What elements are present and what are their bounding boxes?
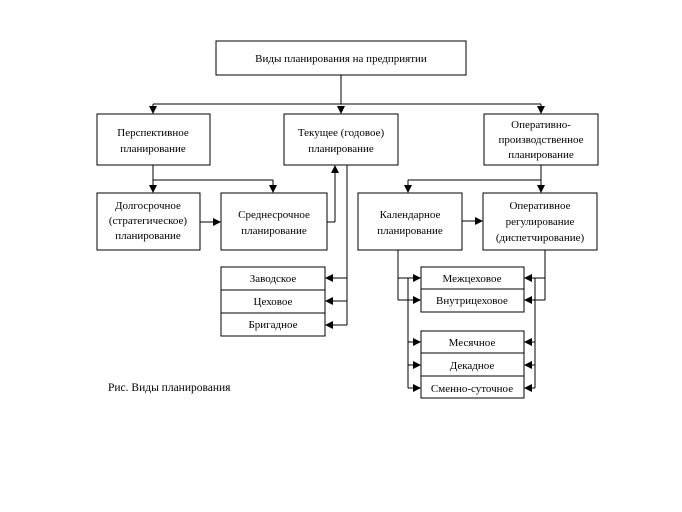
node-perspective-line-2: планирование — [120, 143, 186, 155]
node-longterm-line-1: Долгосрочное — [115, 200, 181, 212]
node-operative: Оперативно- производственное планировани… — [483, 113, 599, 166]
node-longterm-line-3: планирование — [115, 230, 181, 242]
node-regulation-line-3: (диспетчирование) — [496, 232, 585, 244]
node-regulation: Оперативное регулирование (диспетчирован… — [482, 192, 598, 251]
node-midterm-line-1: Среднесрочное — [238, 209, 310, 221]
node-perspective: Перспективное планирование — [96, 113, 211, 166]
node-regulation-line-2: регулирование — [506, 216, 575, 228]
node-perspective-line-1: Перспективное — [117, 127, 189, 139]
shop-sublist: Межцеховое Внутрицеховое — [420, 266, 525, 313]
node-calendar: Календарное планирование — [357, 192, 463, 251]
node-operative-line-2: производственное — [498, 134, 583, 146]
node-regulation-line-1: Оперативное — [509, 200, 570, 212]
node-current: Текущее (годовое) планирование — [283, 113, 399, 166]
list-item-monthly: Месячное — [449, 337, 496, 349]
list-item-brigade: Бригадное — [248, 319, 297, 331]
node-current-line-2: планирование — [308, 143, 374, 155]
node-root: Виды планирования на предприятии — [215, 40, 467, 76]
node-midterm: Среднесрочное планирование — [220, 192, 328, 251]
node-current-line-1: Текущее (годовое) — [298, 127, 385, 139]
node-operative-line-3: планирование — [508, 149, 574, 161]
list-item-factory: Заводское — [250, 273, 297, 285]
list-item-decade: Декадное — [450, 360, 495, 372]
current-sublist: Заводское Цеховое Бригадное — [220, 266, 326, 337]
period-sublist: Месячное Декадное Сменно-суточное — [420, 330, 525, 399]
node-root-label: Виды планирования на предприятии — [255, 53, 427, 65]
list-item-intershop: Межцеховое — [443, 273, 502, 285]
node-longterm: Долгосрочное (стратегическое) планирован… — [96, 192, 201, 251]
arrow-heads — [149, 106, 545, 392]
list-item-shift-daily: Сменно-суточное — [431, 383, 513, 395]
node-longterm-line-2: (стратегическое) — [109, 215, 188, 227]
list-item-intrashop: Внутрицеховое — [436, 295, 508, 307]
list-item-shop: Цеховое — [254, 296, 293, 308]
node-calendar-line-1: Календарное — [380, 209, 441, 221]
node-operative-line-1: Оперативно- — [511, 119, 571, 131]
node-calendar-line-2: планирование — [377, 225, 443, 237]
figure-caption: Рис. Виды планирования — [108, 382, 231, 394]
node-midterm-line-2: планирование — [241, 225, 307, 237]
